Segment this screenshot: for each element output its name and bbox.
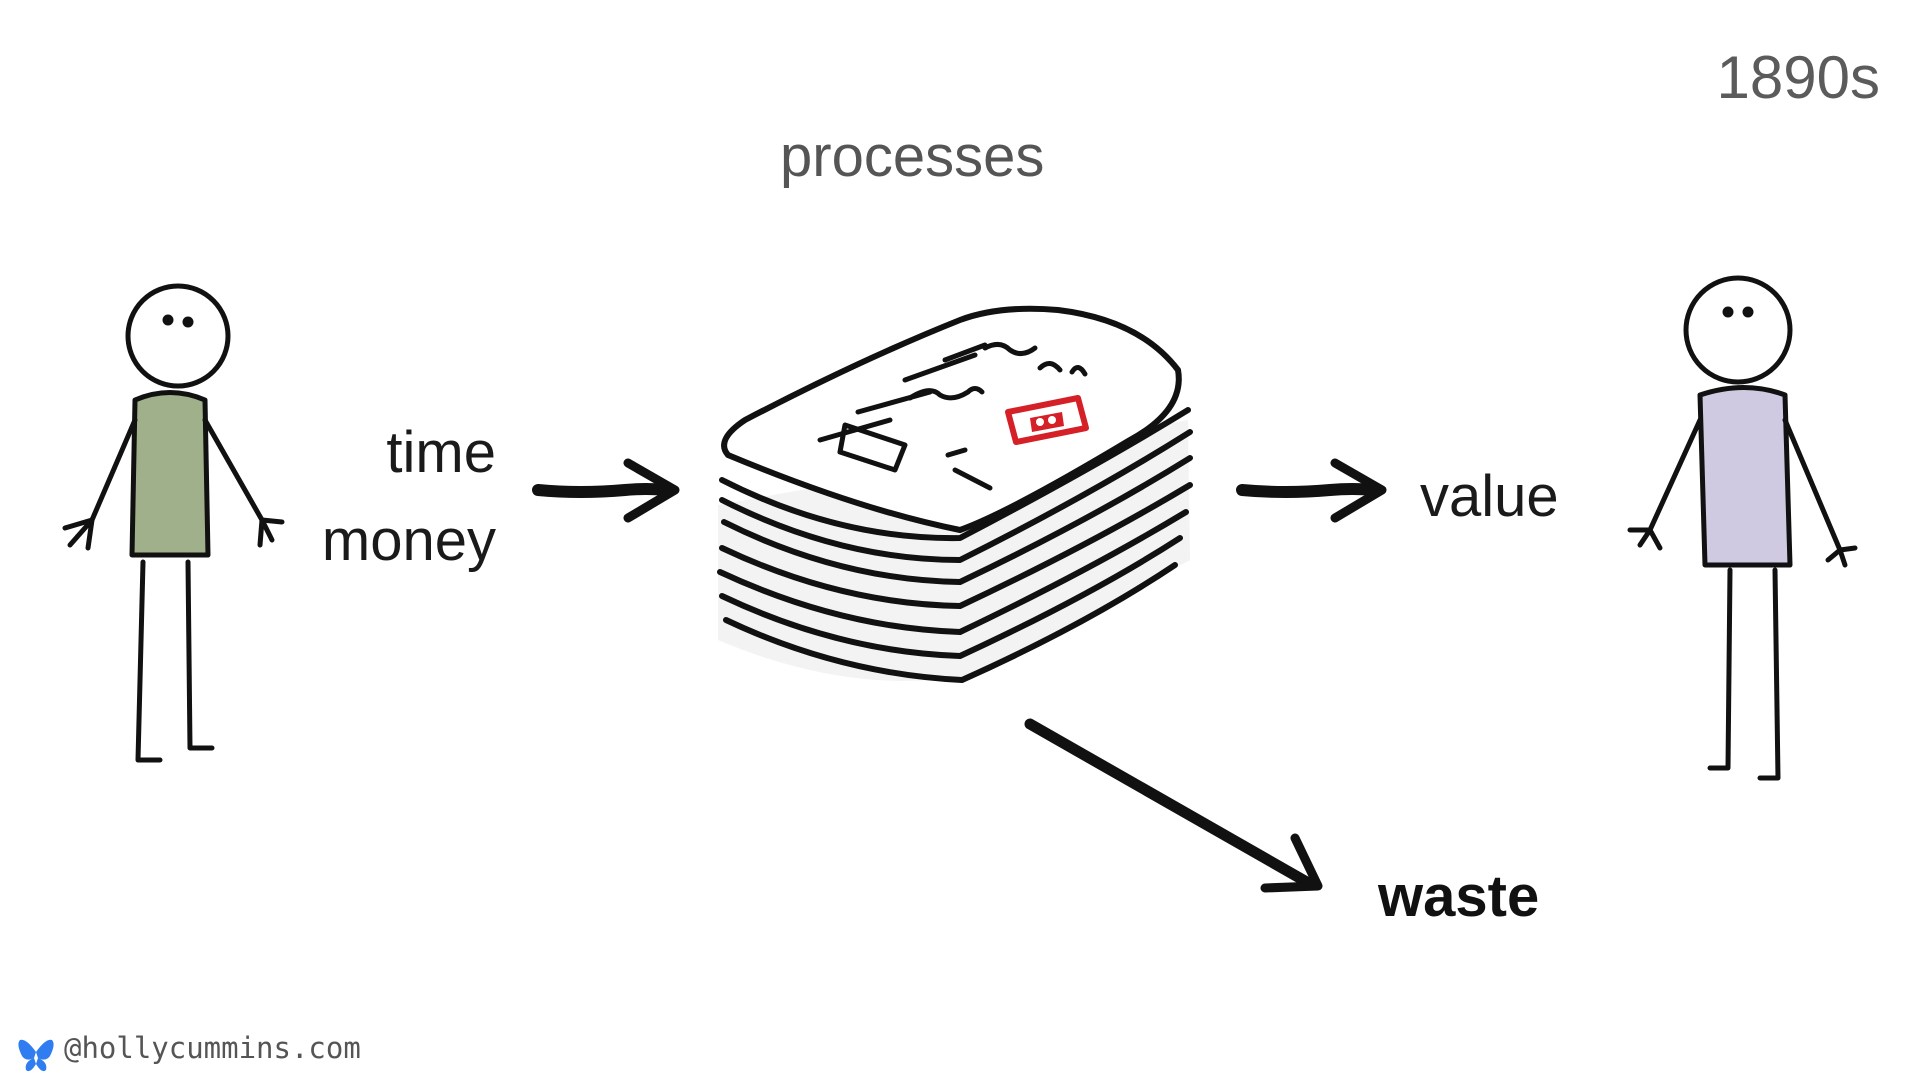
credit-icon-spacer [18, 1030, 54, 1066]
author-handle: @hollycummins.com [64, 1031, 361, 1065]
arrow-output-icon [1236, 458, 1387, 523]
author-credit: @hollycummins.com [18, 1030, 361, 1066]
right-person-shirt [1697, 385, 1793, 568]
arrow-waste-icon [1024, 718, 1323, 893]
left-person-figure [62, 283, 285, 763]
left-person-shirt [129, 390, 211, 558]
output-label-value: value [1420, 464, 1559, 529]
arrow-input-icon [532, 458, 680, 523]
byproduct-label-waste: waste [1378, 864, 1540, 929]
era-label: 1890s [1716, 44, 1880, 111]
input-label-time: time [386, 420, 496, 485]
slide-title: processes [780, 124, 1045, 189]
butterfly-icon [18, 1039, 54, 1072]
paper-stack-icon [717, 305, 1193, 683]
input-label-money: money [321, 508, 496, 573]
stamp-icon [1005, 395, 1089, 445]
right-person-figure [1627, 275, 1858, 781]
